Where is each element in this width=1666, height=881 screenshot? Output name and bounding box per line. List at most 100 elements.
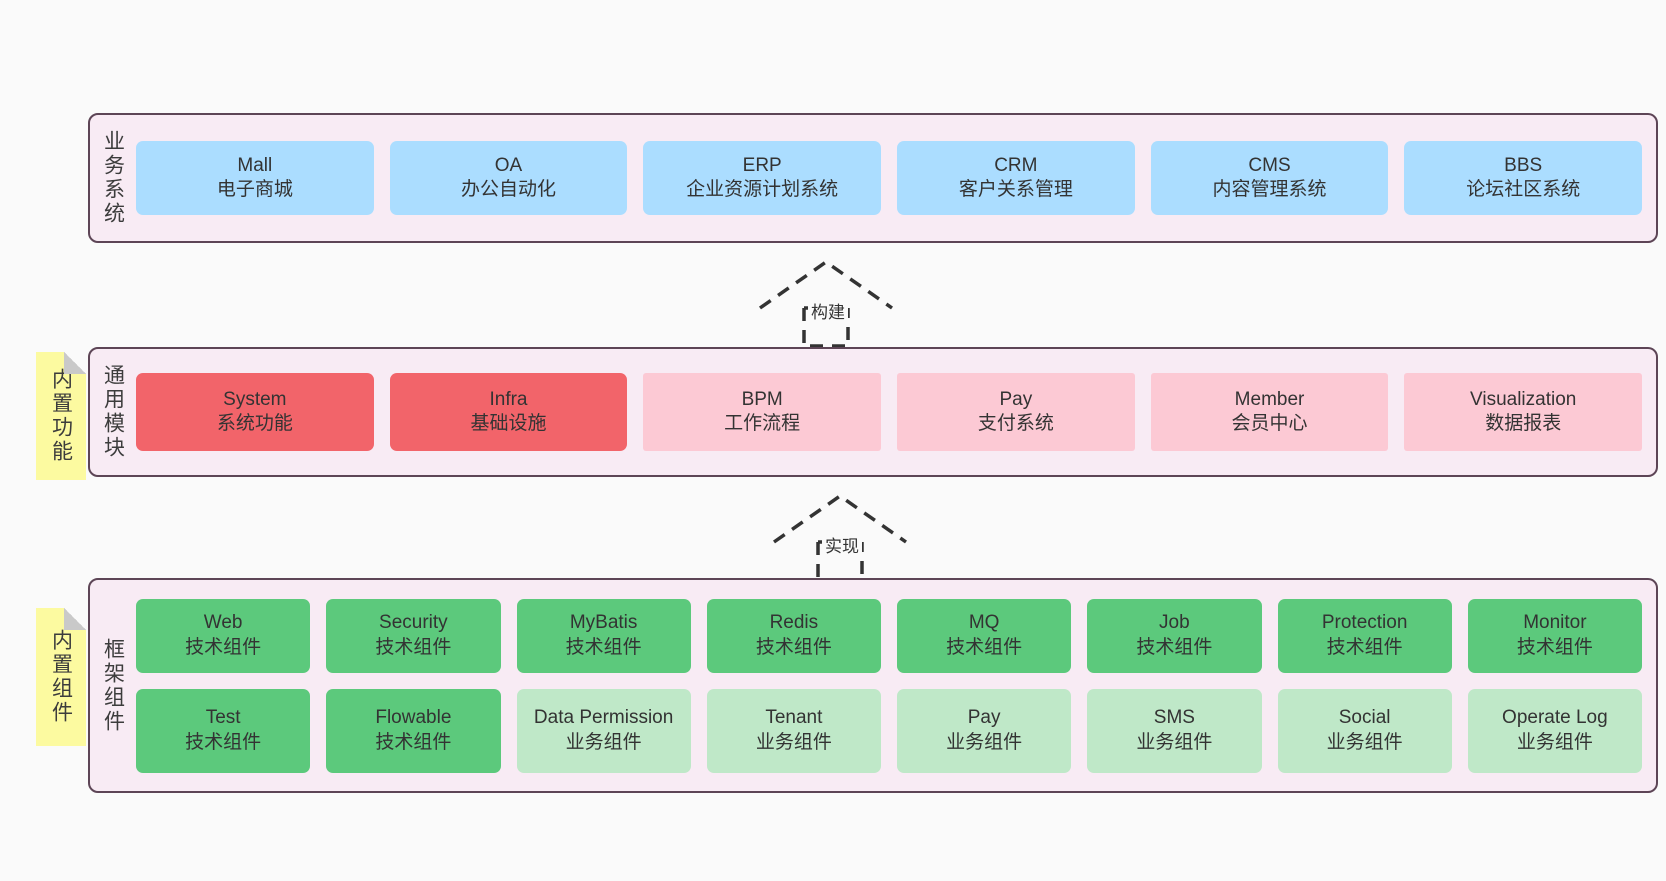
card-subtitle: 内容管理系统 bbox=[1212, 179, 1327, 200]
card-social[interactable]: Social 业务组件 bbox=[1277, 688, 1452, 773]
card-row: System 系统功能 Infra 基础设施 BPM 工作流程 Pay 支付系统… bbox=[136, 373, 1643, 451]
connector-implement: 实现 bbox=[770, 492, 910, 582]
layer-framework-components: 框架组件 Web 技术组件 Security 技术组件 MyBatis 技术组件… bbox=[88, 578, 1658, 793]
connector-implement-label: 实现 bbox=[822, 532, 862, 557]
connector-build: 构建 bbox=[756, 258, 896, 348]
card-job[interactable]: Job 技术组件 bbox=[1087, 598, 1262, 673]
card-title: Visualization bbox=[1470, 388, 1577, 410]
card-pay-component[interactable]: Pay 业务组件 bbox=[897, 688, 1072, 773]
card-system[interactable]: System 系统功能 bbox=[136, 373, 374, 451]
card-oa[interactable]: OA 办公自动化 bbox=[389, 141, 628, 215]
card-mybatis[interactable]: MyBatis 技术组件 bbox=[516, 598, 691, 673]
card-subtitle: 业务组件 bbox=[565, 731, 642, 753]
card-title: Pay bbox=[967, 707, 1001, 729]
card-title: Monitor bbox=[1523, 612, 1587, 634]
card-title: SMS bbox=[1153, 707, 1195, 729]
card-operate-log[interactable]: Operate Log 业务组件 bbox=[1467, 688, 1642, 773]
connector-build-label: 构建 bbox=[808, 298, 848, 323]
note-builtin-components: 内置组件 bbox=[36, 608, 86, 746]
note-builtin-features: 内置功能 bbox=[36, 352, 86, 480]
card-title: Operate Log bbox=[1502, 707, 1608, 729]
card-subtitle: 系统功能 bbox=[216, 413, 293, 434]
card-subtitle: 论坛社区系统 bbox=[1466, 179, 1581, 200]
card-subtitle: 工作流程 bbox=[724, 413, 801, 434]
card-title: MQ bbox=[968, 612, 1000, 634]
card-subtitle: 基础设施 bbox=[470, 413, 547, 434]
card-monitor[interactable]: Monitor 技术组件 bbox=[1467, 598, 1642, 673]
card-title: Flowable bbox=[375, 707, 452, 729]
card-subtitle: 办公自动化 bbox=[461, 179, 557, 200]
card-cms[interactable]: CMS 内容管理系统 bbox=[1150, 141, 1389, 215]
card-title: Security bbox=[379, 612, 448, 634]
layer-body-common-modules: System 系统功能 Infra 基础设施 BPM 工作流程 Pay 支付系统… bbox=[136, 349, 1656, 475]
card-row: Web 技术组件 Security 技术组件 MyBatis 技术组件 Redi… bbox=[136, 598, 1642, 673]
card-title: Pay bbox=[999, 388, 1033, 410]
card-title: System bbox=[223, 388, 287, 410]
card-title: MyBatis bbox=[569, 612, 638, 634]
card-flowable[interactable]: Flowable 技术组件 bbox=[326, 688, 501, 773]
card-bbs[interactable]: BBS 论坛社区系统 bbox=[1404, 141, 1643, 215]
note-label: 内置功能 bbox=[49, 368, 73, 464]
layer-body-business-systems: Mall 电子商城 OA 办公自动化 ERP 企业资源计划系统 CRM 客户关系… bbox=[136, 115, 1656, 241]
card-title: Web bbox=[203, 612, 243, 634]
card-title: ERP bbox=[742, 154, 782, 176]
card-subtitle: 业务组件 bbox=[755, 731, 832, 753]
card-title: BPM bbox=[741, 388, 783, 410]
card-web[interactable]: Web 技术组件 bbox=[136, 598, 311, 673]
layer-title-business-systems: 业务系统 bbox=[101, 130, 125, 226]
card-subtitle: 技术组件 bbox=[1516, 636, 1593, 658]
card-subtitle: 数据报表 bbox=[1485, 413, 1562, 434]
card-subtitle: 技术组件 bbox=[185, 636, 262, 658]
card-subtitle: 电子商城 bbox=[216, 179, 293, 200]
card-bpm[interactable]: BPM 工作流程 bbox=[643, 373, 882, 451]
card-subtitle: 技术组件 bbox=[375, 731, 452, 753]
card-erp[interactable]: ERP 企业资源计划系统 bbox=[643, 141, 882, 215]
layer-title-common-modules: 通用模块 bbox=[101, 364, 125, 460]
layer-title-framework-components: 框架组件 bbox=[101, 637, 125, 734]
card-title: OA bbox=[494, 154, 523, 176]
card-subtitle: 技术组件 bbox=[1326, 636, 1403, 658]
card-subtitle: 技术组件 bbox=[375, 636, 452, 658]
card-title: Redis bbox=[769, 612, 819, 634]
card-mq[interactable]: MQ 技术组件 bbox=[897, 598, 1072, 673]
card-title: Member bbox=[1234, 388, 1305, 410]
card-title: BBS bbox=[1504, 154, 1543, 176]
card-row: Test 技术组件 Flowable 技术组件 Data Permission … bbox=[136, 688, 1642, 773]
layer-common-modules: 通用模块 System 系统功能 Infra 基础设施 BPM 工作流程 Pay… bbox=[88, 347, 1658, 477]
card-tenant[interactable]: Tenant 业务组件 bbox=[706, 688, 881, 773]
card-title: Job bbox=[1159, 612, 1190, 634]
card-title: Mall bbox=[237, 154, 273, 176]
card-subtitle: 业务组件 bbox=[1136, 731, 1213, 753]
card-subtitle: 技术组件 bbox=[565, 636, 642, 658]
card-title: CMS bbox=[1248, 154, 1291, 176]
card-title: Protection bbox=[1321, 612, 1408, 634]
card-security[interactable]: Security 技术组件 bbox=[326, 598, 501, 673]
card-subtitle: 技术组件 bbox=[185, 731, 262, 753]
card-subtitle: 业务组件 bbox=[946, 731, 1023, 753]
card-pay-module[interactable]: Pay 支付系统 bbox=[897, 373, 1135, 451]
card-member[interactable]: Member 会员中心 bbox=[1150, 373, 1389, 451]
card-redis[interactable]: Redis 技术组件 bbox=[706, 598, 881, 673]
note-label: 内置组件 bbox=[49, 629, 73, 725]
card-mall[interactable]: Mall 电子商城 bbox=[136, 141, 374, 215]
card-subtitle: 技术组件 bbox=[1136, 636, 1213, 658]
card-subtitle: 技术组件 bbox=[755, 636, 832, 658]
card-subtitle: 技术组件 bbox=[946, 636, 1023, 658]
card-title: Tenant bbox=[765, 707, 823, 729]
card-protection[interactable]: Protection 技术组件 bbox=[1277, 598, 1452, 673]
card-title: CRM bbox=[994, 154, 1038, 176]
card-subtitle: 支付系统 bbox=[977, 413, 1054, 434]
card-row: Mall 电子商城 OA 办公自动化 ERP 企业资源计划系统 CRM 客户关系… bbox=[136, 141, 1643, 215]
card-subtitle: 客户关系管理 bbox=[958, 179, 1073, 200]
card-crm[interactable]: CRM 客户关系管理 bbox=[897, 141, 1135, 215]
card-subtitle: 会员中心 bbox=[1231, 413, 1308, 434]
layer-body-framework-components: Web 技术组件 Security 技术组件 MyBatis 技术组件 Redi… bbox=[136, 580, 1656, 791]
card-title: Social bbox=[1338, 707, 1391, 729]
card-test[interactable]: Test 技术组件 bbox=[136, 688, 311, 773]
card-sms[interactable]: SMS 业务组件 bbox=[1087, 688, 1262, 773]
card-infra[interactable]: Infra 基础设施 bbox=[389, 373, 628, 451]
card-visualization[interactable]: Visualization 数据报表 bbox=[1404, 373, 1643, 451]
card-data-permission[interactable]: Data Permission 业务组件 bbox=[516, 688, 691, 773]
card-title: Infra bbox=[489, 388, 528, 410]
